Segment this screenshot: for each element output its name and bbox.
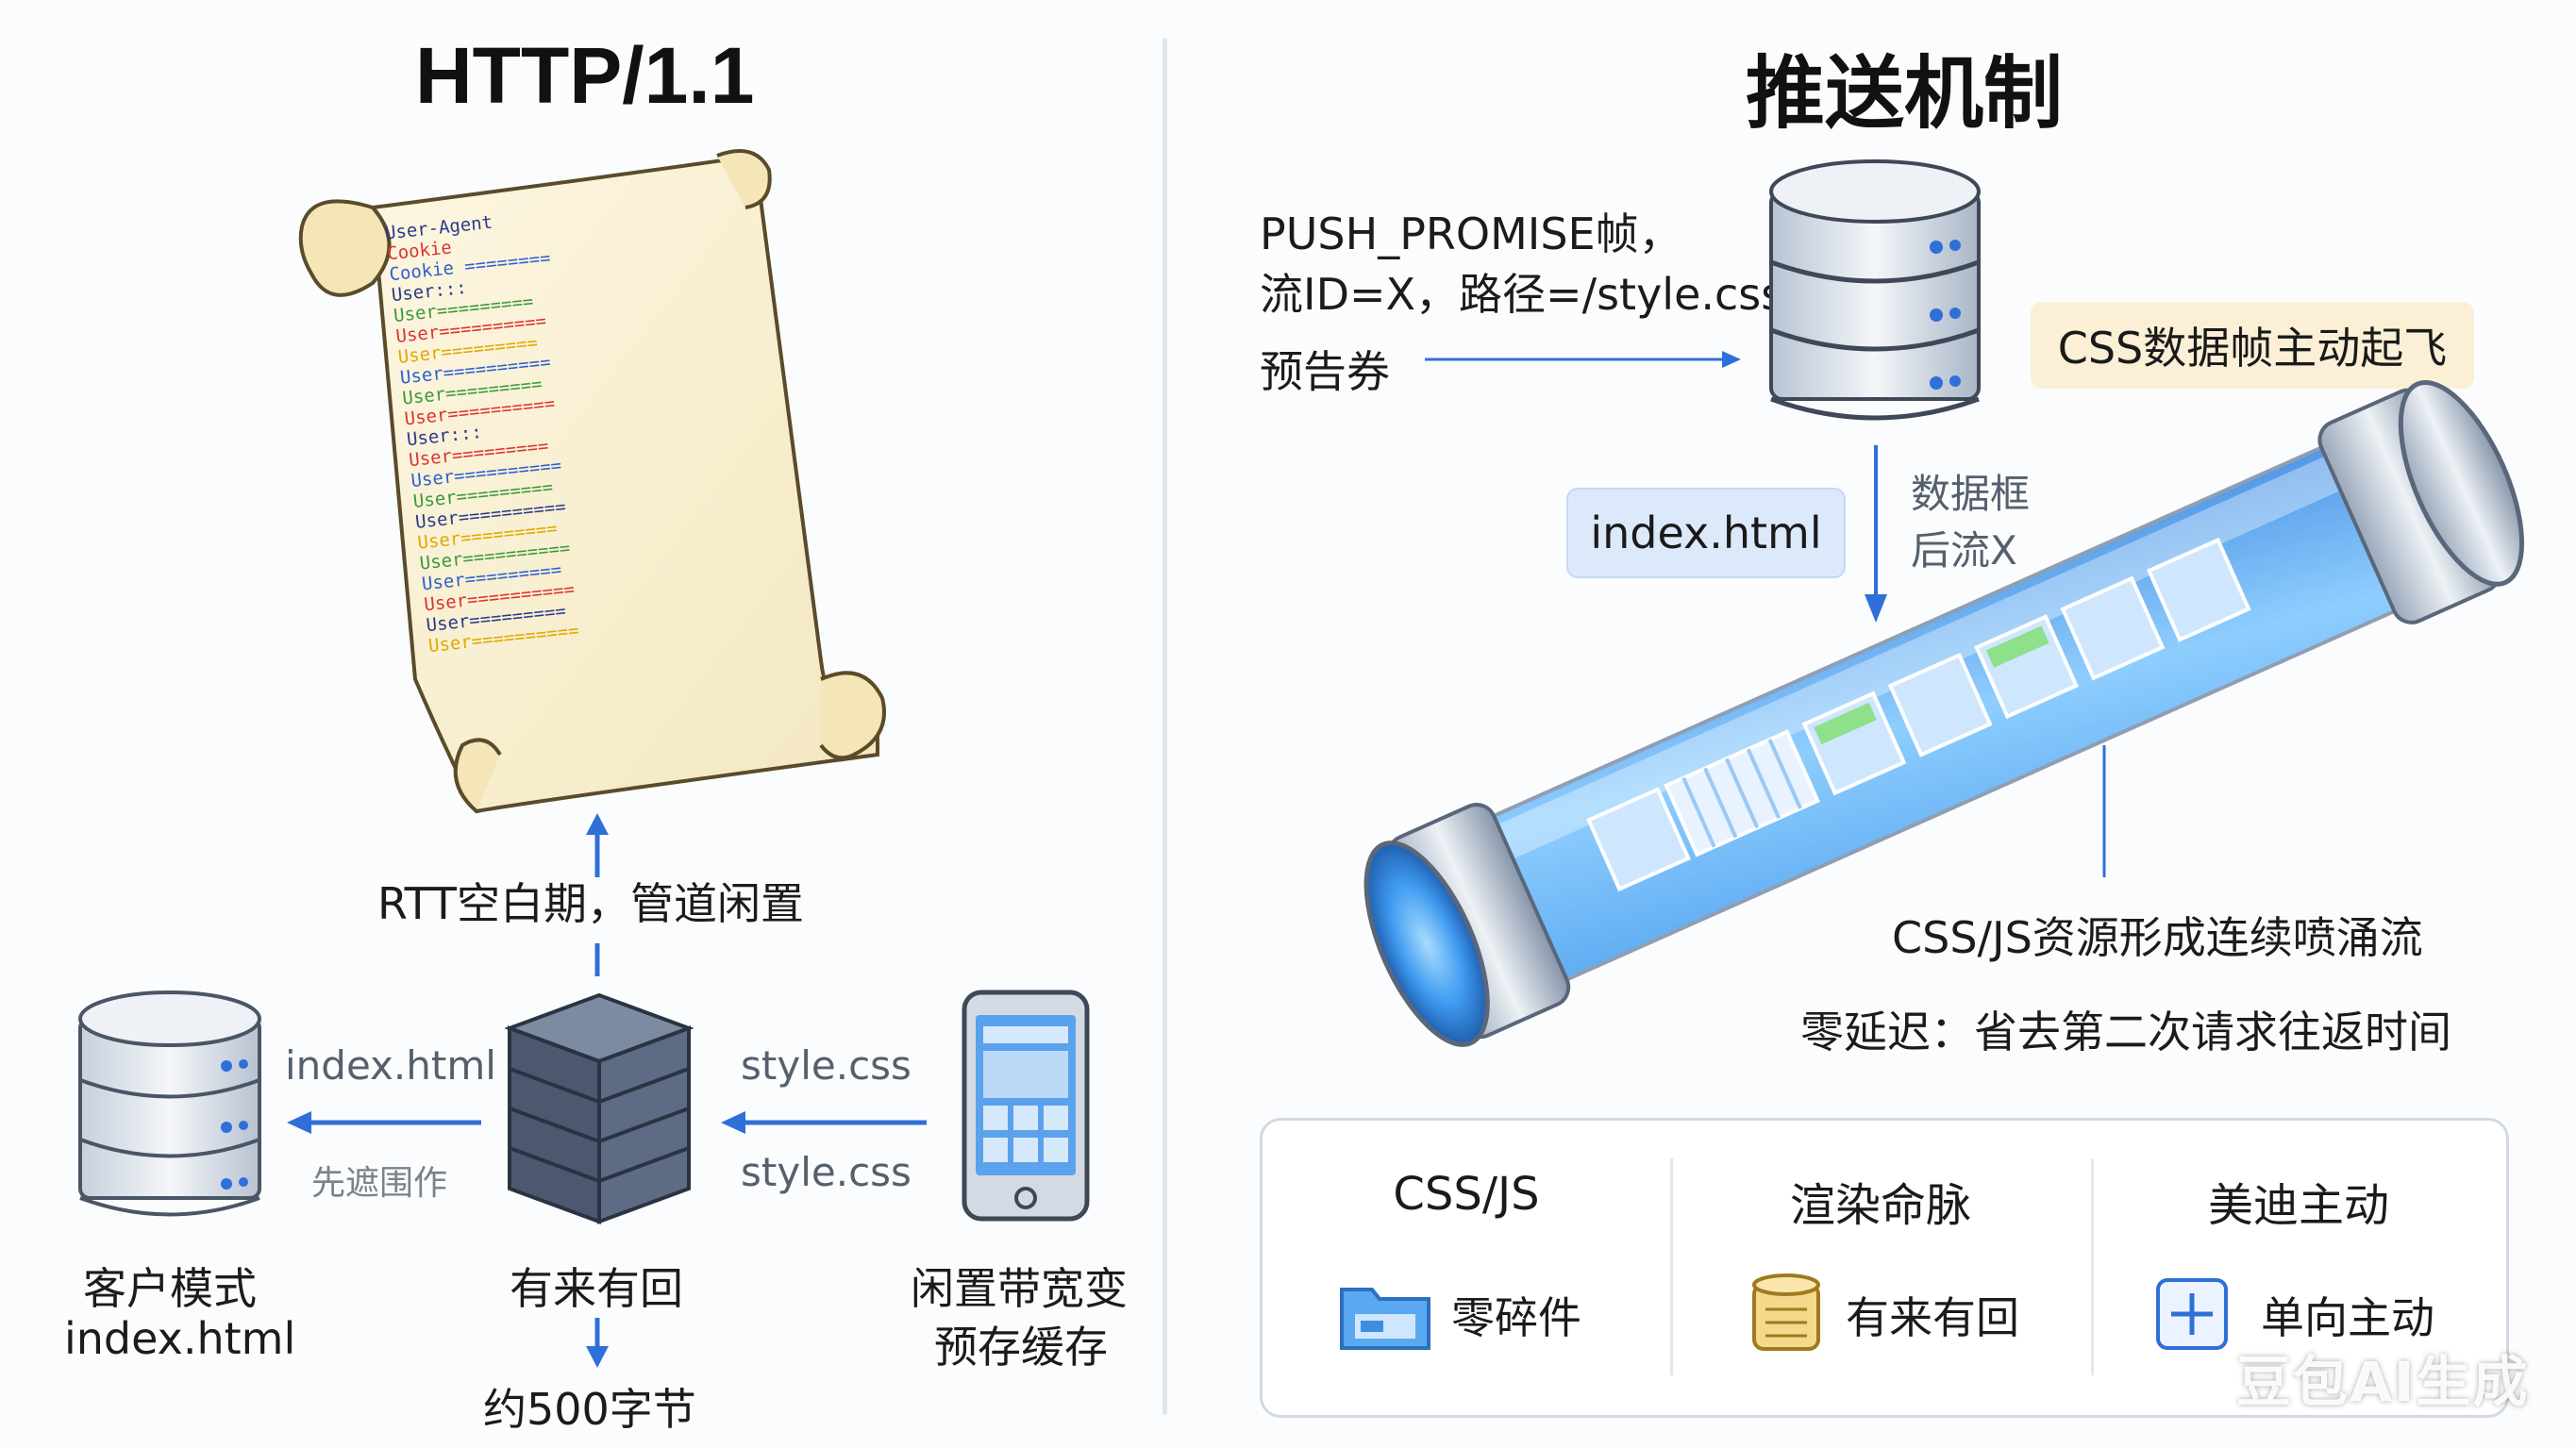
db-label-line1: 客户模式 xyxy=(83,1263,257,1314)
push-line3: 预告券 xyxy=(1260,346,1390,397)
folder-icon xyxy=(1340,1288,1430,1350)
card-divider xyxy=(2091,1158,2094,1375)
watermark: 豆包AI生成 xyxy=(2236,1350,2530,1414)
arrow-down-icon xyxy=(586,1318,609,1368)
push-line2: 流ID=X，路径=/style.css xyxy=(1260,269,1784,320)
rtt-label: RTT空白期，管道闲置 xyxy=(377,878,805,929)
arrow-up-icon xyxy=(586,813,609,976)
comparison-card: CSS/JS 渲染命脉 美迪主动 零碎件 有来有回 单向主动 xyxy=(1260,1118,2509,1418)
css-frame-badge: CSS数据帧主动起飞 xyxy=(2031,302,2474,389)
bytes-label: 约500字节 xyxy=(483,1384,696,1435)
arrow-right-icon xyxy=(1425,351,1741,368)
stream-label: CSS/JS资源形成连续喷涌流 xyxy=(1892,912,2423,963)
arrow-left-icon xyxy=(287,1111,481,1134)
server-icon xyxy=(504,992,694,1224)
data-label-line2: 后流X xyxy=(1911,527,2017,574)
server-label: 有来有回 xyxy=(510,1263,683,1314)
phone-icon xyxy=(962,990,1090,1222)
card-col2-item: 有来有回 xyxy=(1846,1292,2019,1343)
card-col2-head: 渲染命脉 xyxy=(1789,1179,1971,1232)
flow-label-style-1: style.css xyxy=(741,1042,912,1089)
flow-label-index: index.html xyxy=(285,1042,496,1089)
phone-label-line2: 预存缓存 xyxy=(934,1322,1108,1373)
card-divider xyxy=(1670,1158,1673,1375)
database-icon xyxy=(78,990,261,1217)
phone-label-line1: 闲置带宽变 xyxy=(911,1263,1128,1314)
index-html-badge: index.html xyxy=(1566,488,1846,578)
scroll-stack-icon xyxy=(1752,1273,1820,1351)
panel-divider xyxy=(1163,38,1167,1415)
card-col3-item: 单向主动 xyxy=(2261,1292,2434,1343)
right-title: 推送机制 xyxy=(1746,49,2064,138)
scroll-text-block: User-Agent Cookie Cookie ======== User::… xyxy=(384,185,795,657)
database-icon xyxy=(1769,159,1981,421)
plus-icon xyxy=(2156,1278,2228,1350)
left-title: HTTP/1.1 xyxy=(415,31,755,120)
push-line1: PUSH_PROMISE帧， xyxy=(1260,208,1682,259)
latency-label: 零延迟：省去第二次请求往返时间 xyxy=(1800,1007,2451,1057)
card-col3-head: 美迪主动 xyxy=(2207,1179,2389,1232)
arrow-down-icon xyxy=(1865,445,1887,623)
data-stream-tube xyxy=(1363,380,2525,1047)
flow-label-block: 先遮围作 xyxy=(311,1164,448,1203)
data-label-line1: 数据框 xyxy=(1911,471,2031,517)
arrow-left-icon xyxy=(721,1111,927,1134)
card-col1-item: 零碎件 xyxy=(1451,1292,1581,1343)
card-col1-head: CSS/JS xyxy=(1393,1168,1540,1221)
db-label-line2: index.html xyxy=(64,1313,296,1364)
flow-label-style-2: style.css xyxy=(741,1149,912,1195)
